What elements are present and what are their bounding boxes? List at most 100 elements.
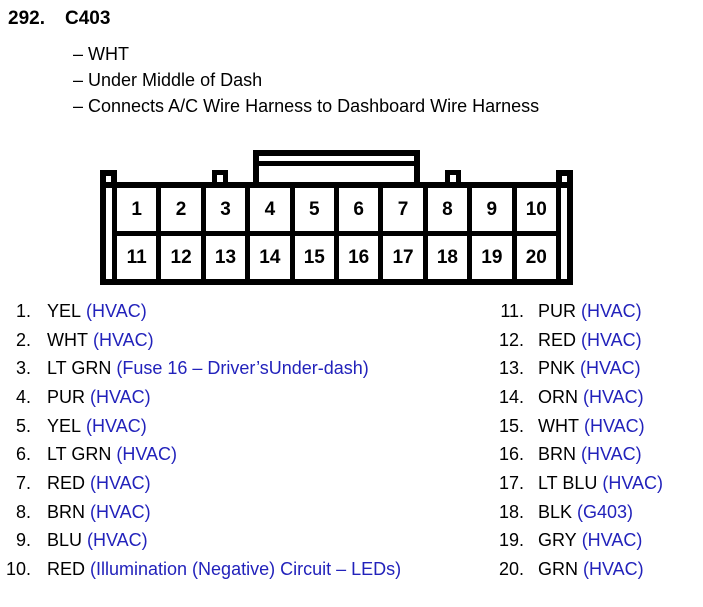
pin-item: 12.RED(HVAC) [494, 326, 663, 355]
wire-color: LT BLU [538, 472, 598, 493]
pin-item: 3. LT GRN(Fuse 16 – Driver’sUnder-dash) [0, 354, 401, 383]
pin-number: 1. [15, 301, 31, 321]
pin-number: 20. [498, 558, 524, 579]
pin-item: 19. GRY(HVAC) [494, 526, 663, 555]
pin-cell: 2 [156, 188, 206, 236]
pin-number: 6. [15, 444, 31, 465]
pin-cell: 16 [333, 231, 384, 279]
pin-number: 5. [15, 415, 31, 436]
pin-item: 17. LT BLU(HVAC) [494, 469, 663, 498]
circuit-label: (HVAC) [87, 530, 148, 551]
pin-cell: 5 [289, 188, 339, 236]
circuit-label: (HVAC) [86, 301, 147, 321]
pin-item: 11. PUR(HVAC) [494, 297, 663, 326]
pin-item: 13. PNK(HVAC) [494, 354, 663, 383]
pin-item: 14.ORN(HVAC) [494, 383, 663, 412]
pin-number: 7. [15, 472, 31, 493]
pin-cell: 19 [467, 231, 517, 279]
pin-cell: 18 [422, 231, 473, 279]
wire-color: PUR [47, 386, 86, 407]
circuit-label: (HVAC) [602, 472, 664, 493]
pin-cell: 8 [422, 188, 473, 236]
note-line: – Under Middle of Dash [73, 70, 263, 90]
pin-item: 9. BLU(HVAC) [0, 526, 401, 555]
pin-item: 16. BRN(HVAC) [494, 440, 663, 469]
circuit-label: (HVAC) [581, 444, 642, 465]
pin-cell: 12 [156, 231, 206, 279]
connector-index: 292. [8, 8, 45, 29]
circuit-label: (HVAC) [580, 358, 641, 379]
pin-number: 4. [15, 386, 31, 407]
circuit-label: (HVAC) [581, 530, 643, 551]
pin-number: 8. [15, 501, 31, 522]
pin-item: 5.YEL(HVAC) [0, 412, 401, 441]
wire-color: GRN [538, 558, 578, 579]
circuit-label: (Fuse 16 – Driver’sUnder-dash) [116, 358, 369, 379]
pin-number: 3. [15, 358, 31, 379]
wire-color: LT GRN [47, 358, 112, 379]
connector-id: C403 [65, 8, 111, 29]
wire-color: GRY [538, 530, 577, 551]
pin-item: 2.WHT(HVAC) [0, 326, 401, 355]
pin-item: 20. GRN(HVAC) [494, 555, 663, 584]
pin-item: 4. PUR(HVAC) [0, 383, 401, 412]
pin-number: 16. [498, 444, 524, 465]
wire-color: PNK [538, 358, 576, 379]
circuit-label: (Illumination (Negative) Circuit – LEDs) [90, 558, 402, 579]
pin-cell: 9 [467, 188, 517, 236]
circuit-label: (HVAC) [116, 444, 178, 465]
pin-list-right: 11.PUR(HVAC)12.RED(HVAC)13.PNK(HVAC)14.O… [494, 297, 663, 584]
pin-number: 9. [15, 530, 31, 551]
pin-item: 6. LT GRN(HVAC) [0, 440, 401, 469]
wire-color: BLK [538, 501, 573, 522]
wire-color: LT GRN [47, 444, 112, 465]
circuit-label: (HVAC) [581, 329, 642, 350]
connector-notes: – WHT – Under Middle of Dash – Connects A/… [73, 41, 539, 119]
pin-cell: 20 [511, 231, 562, 279]
pin-cell: 6 [333, 188, 384, 236]
circuit-label: (HVAC) [90, 386, 151, 407]
pin-cell: 17 [378, 231, 428, 279]
connector-notch-left [100, 170, 117, 182]
circuit-label: (HVAC) [92, 329, 154, 350]
pin-cell: 7 [378, 188, 428, 236]
latch-divider-line [259, 161, 414, 166]
pin-number: 11. [500, 301, 524, 321]
circuit-label: (HVAC) [90, 501, 151, 522]
circuit-label: (HVAC) [583, 558, 644, 579]
note-line: – Connects A/C Wire Harness to Dashboard… [73, 96, 540, 116]
pin-item: 15.WHT(HVAC) [494, 412, 663, 441]
pin-number: 13. [498, 358, 524, 379]
pin-cell: 14 [245, 231, 295, 279]
pin-item: 7.RED(HVAC) [0, 469, 401, 498]
wire-color: RED [47, 472, 86, 493]
wire-color: PUR [538, 301, 577, 321]
wire-color: WHT [538, 415, 579, 436]
wire-color: BLU [47, 530, 83, 551]
pin-number: 19. [498, 530, 524, 551]
connector-latch [253, 150, 420, 182]
pin-cell: 13 [200, 231, 251, 279]
circuit-label: (G403) [577, 501, 634, 522]
pin-number: 14. [498, 386, 524, 407]
wire-color: BRN [47, 501, 86, 522]
wire-color: YEL [47, 301, 82, 321]
connector-key-right [445, 170, 461, 182]
wire-color: ORN [538, 386, 578, 407]
pin-cell: 3 [200, 188, 251, 236]
pin-cell: 15 [289, 231, 339, 279]
wire-color: BRN [538, 444, 577, 465]
circuit-label: (HVAC) [86, 415, 147, 436]
pin-number: 10. [5, 558, 31, 579]
note-line: – WHT [73, 44, 129, 64]
pin-number: 17. [498, 472, 524, 493]
circuit-label: (HVAC) [581, 301, 642, 321]
pin-item: 1. YEL(HVAC) [0, 297, 401, 326]
pin-cell: 10 [511, 188, 562, 236]
connector-notch-right [556, 170, 573, 182]
